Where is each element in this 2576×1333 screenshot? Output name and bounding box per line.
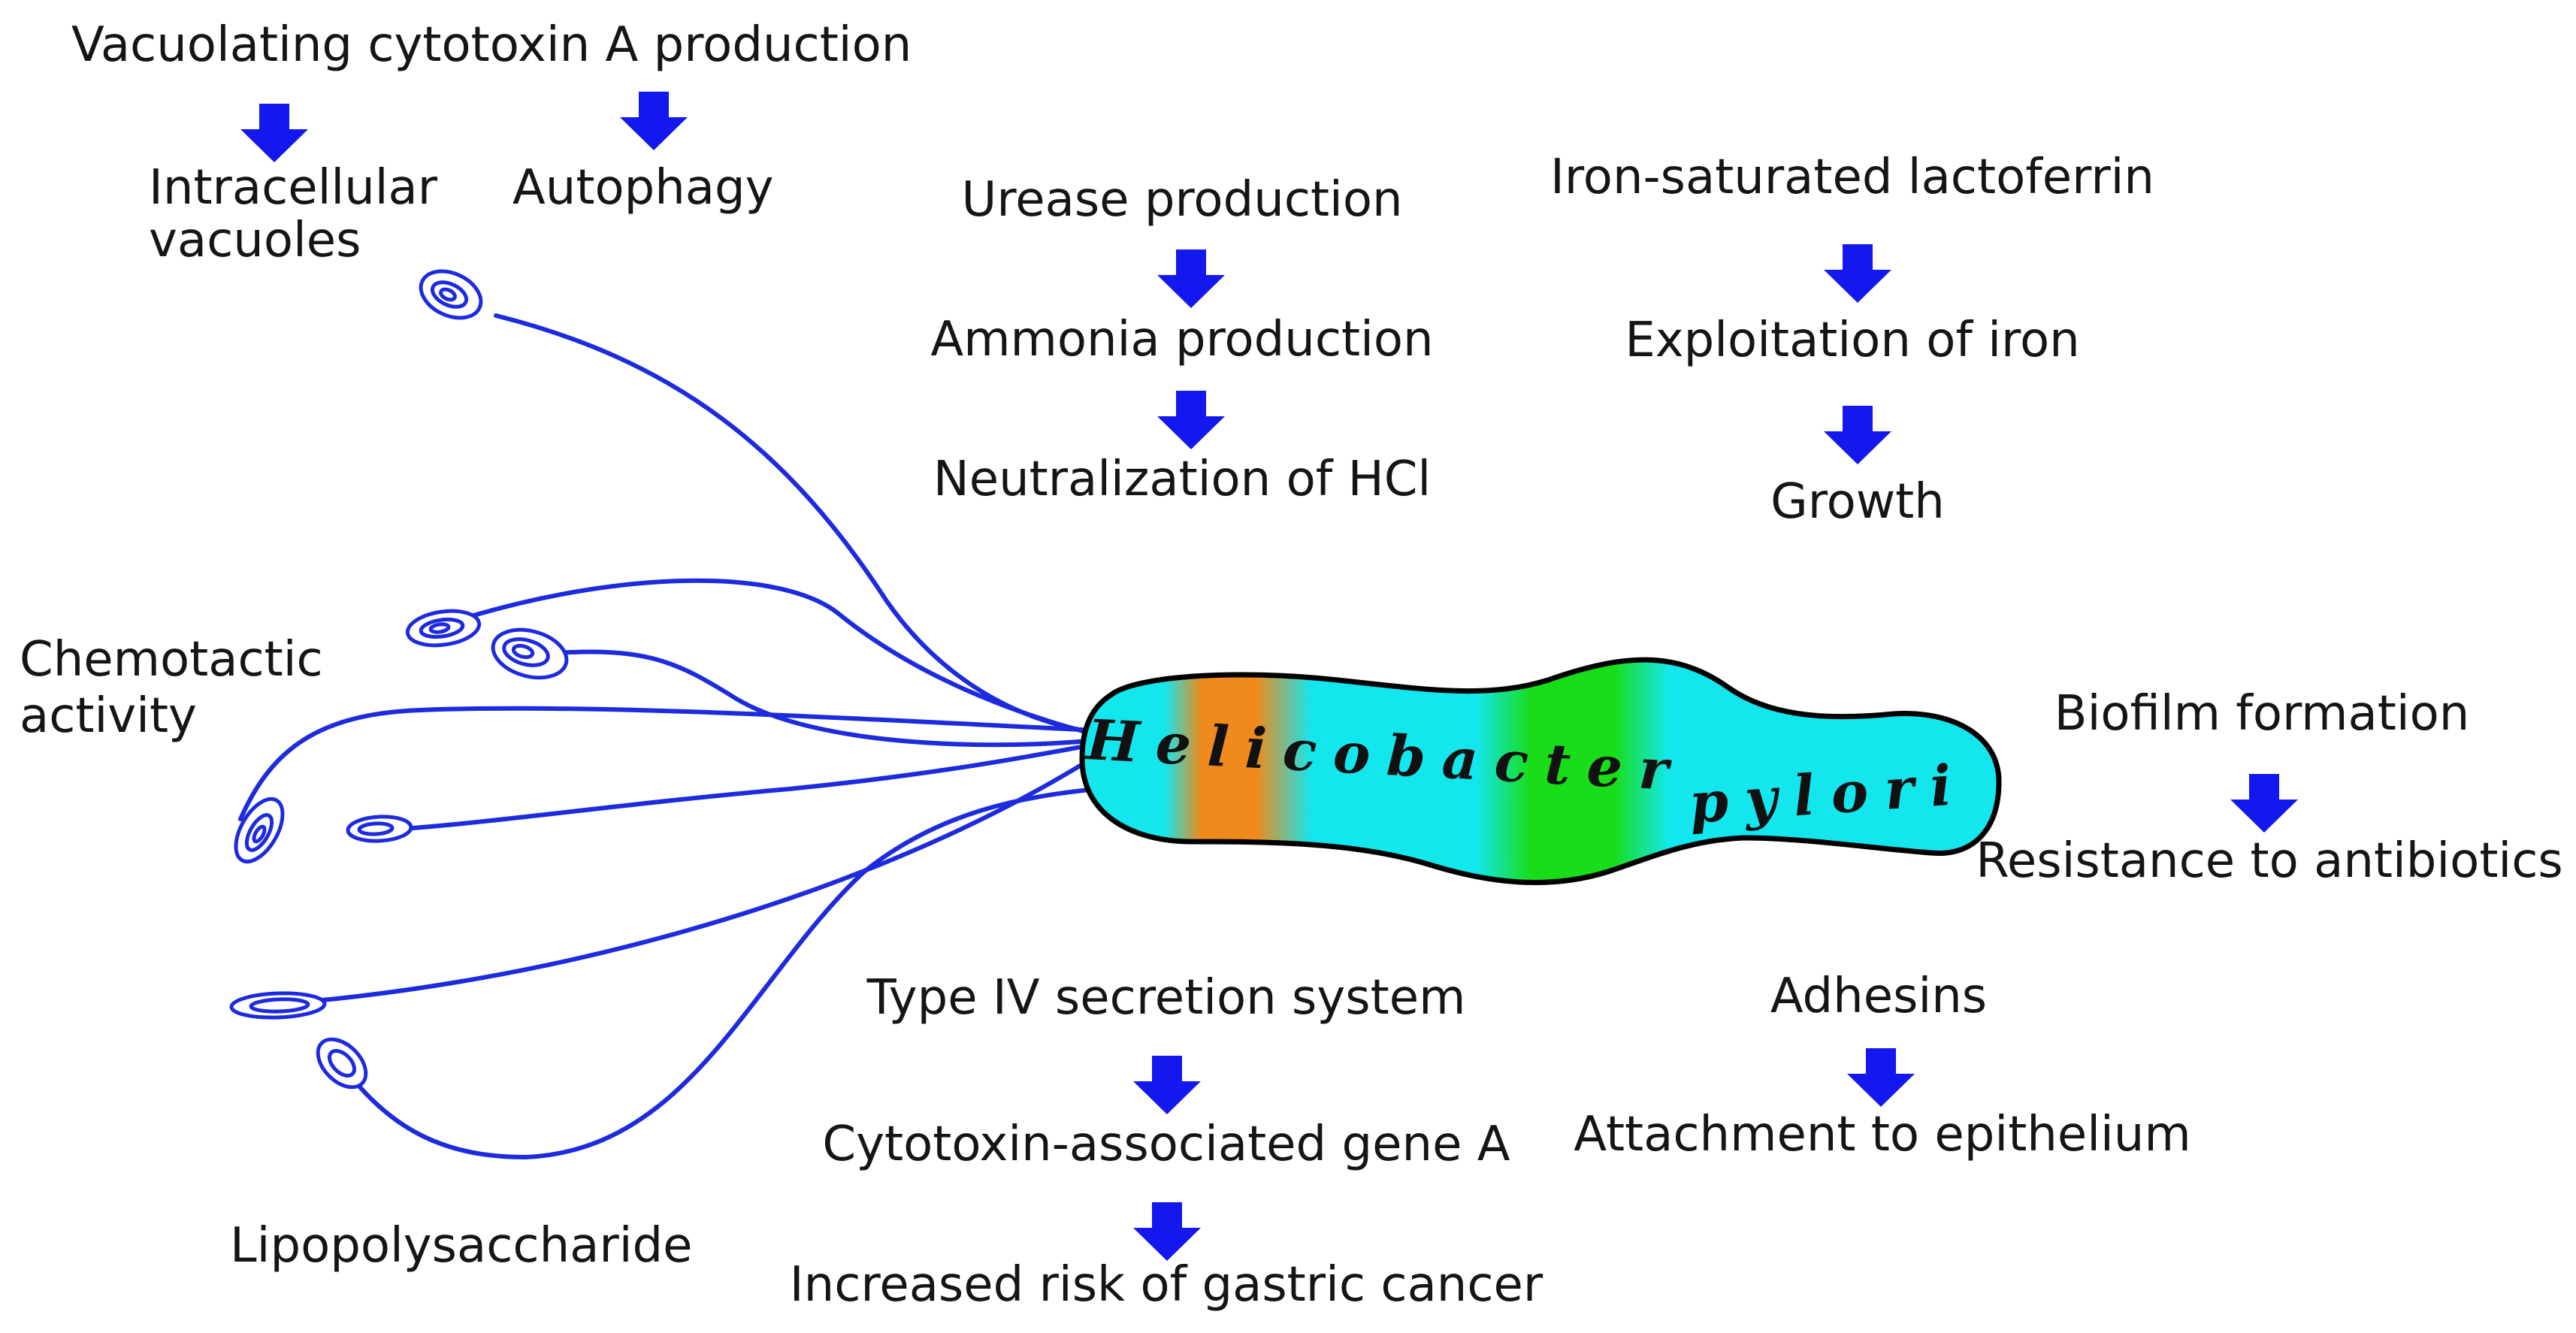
arrow-down-icon [1133,1056,1201,1114]
label-ammonia: Ammonia production [930,312,1434,367]
arrow-down-icon [1824,244,1891,303]
label-vaca: Vacuolating cytotoxin A production [71,17,912,73]
arrow-down-icon [2230,774,2298,833]
label-growth: Growth [1770,474,1945,530]
label-adhesins: Adhesins [1770,969,1988,1024]
arrow-down-icon [1847,1048,1915,1107]
flagella-tips [229,269,569,1090]
flagellum-7 [336,787,1099,1160]
label-lps: Lipopolysaccharide [230,1218,693,1274]
label-gastric-cancer: Increased risk of gastric cancer [789,1257,1543,1313]
bacterium-body [1079,657,2002,885]
flagellum-4 [238,706,1099,821]
flagella [231,313,1099,1160]
flagellum-3 [543,649,1099,748]
flagellum-tip-7 [316,1037,368,1090]
label-caga: Cytotoxin-associated gene A [822,1117,1510,1172]
label-autophagy: Autophagy [512,160,774,216]
label-attachment: Attachment to epithelium [1574,1107,2191,1162]
label-lactoferrin: Iron-saturated lactoferrin [1550,150,2154,205]
arrow-down-icon [1157,391,1225,449]
label-type4: Type IV secretion system [866,970,1466,1026]
flagellum-1 [494,313,1099,735]
label-chemotactic-line1: Chemotactic [20,632,323,688]
flagellum-tip-5 [346,815,413,843]
flagellum-5 [373,742,1099,833]
arrow-down-icon [620,92,688,150]
label-intracellular-vacuoles-line1: Intracellular [149,160,438,216]
flagellum-tip-3 [491,627,569,680]
label-neutralization: Neutralization of HCl [933,452,1432,507]
flagellum-6 [231,753,1099,1009]
arrow-down-icon [1133,1202,1201,1261]
label-urease: Urease production [961,172,1403,228]
flagellum-tip-2 [405,609,482,648]
flagellum-2 [434,578,1099,737]
flagellum-tip-1 [419,269,483,320]
label-biofilm: Biofilm formation [2054,686,2470,742]
flagellum-tip-4 [234,796,285,864]
label-intracellular-vacuoles-line2: vacuoles [149,213,361,268]
arrow-down-icon [1824,406,1891,464]
flagellum-tip-6 [229,991,327,1020]
label-iron: Exploitation of iron [1625,313,2080,368]
label-resistance: Resistance to antibiotics [1976,833,2563,889]
label-chemotactic-line2: activity [20,688,197,744]
arrow-down-icon [240,104,308,162]
arrow-down-icon [1157,249,1225,308]
